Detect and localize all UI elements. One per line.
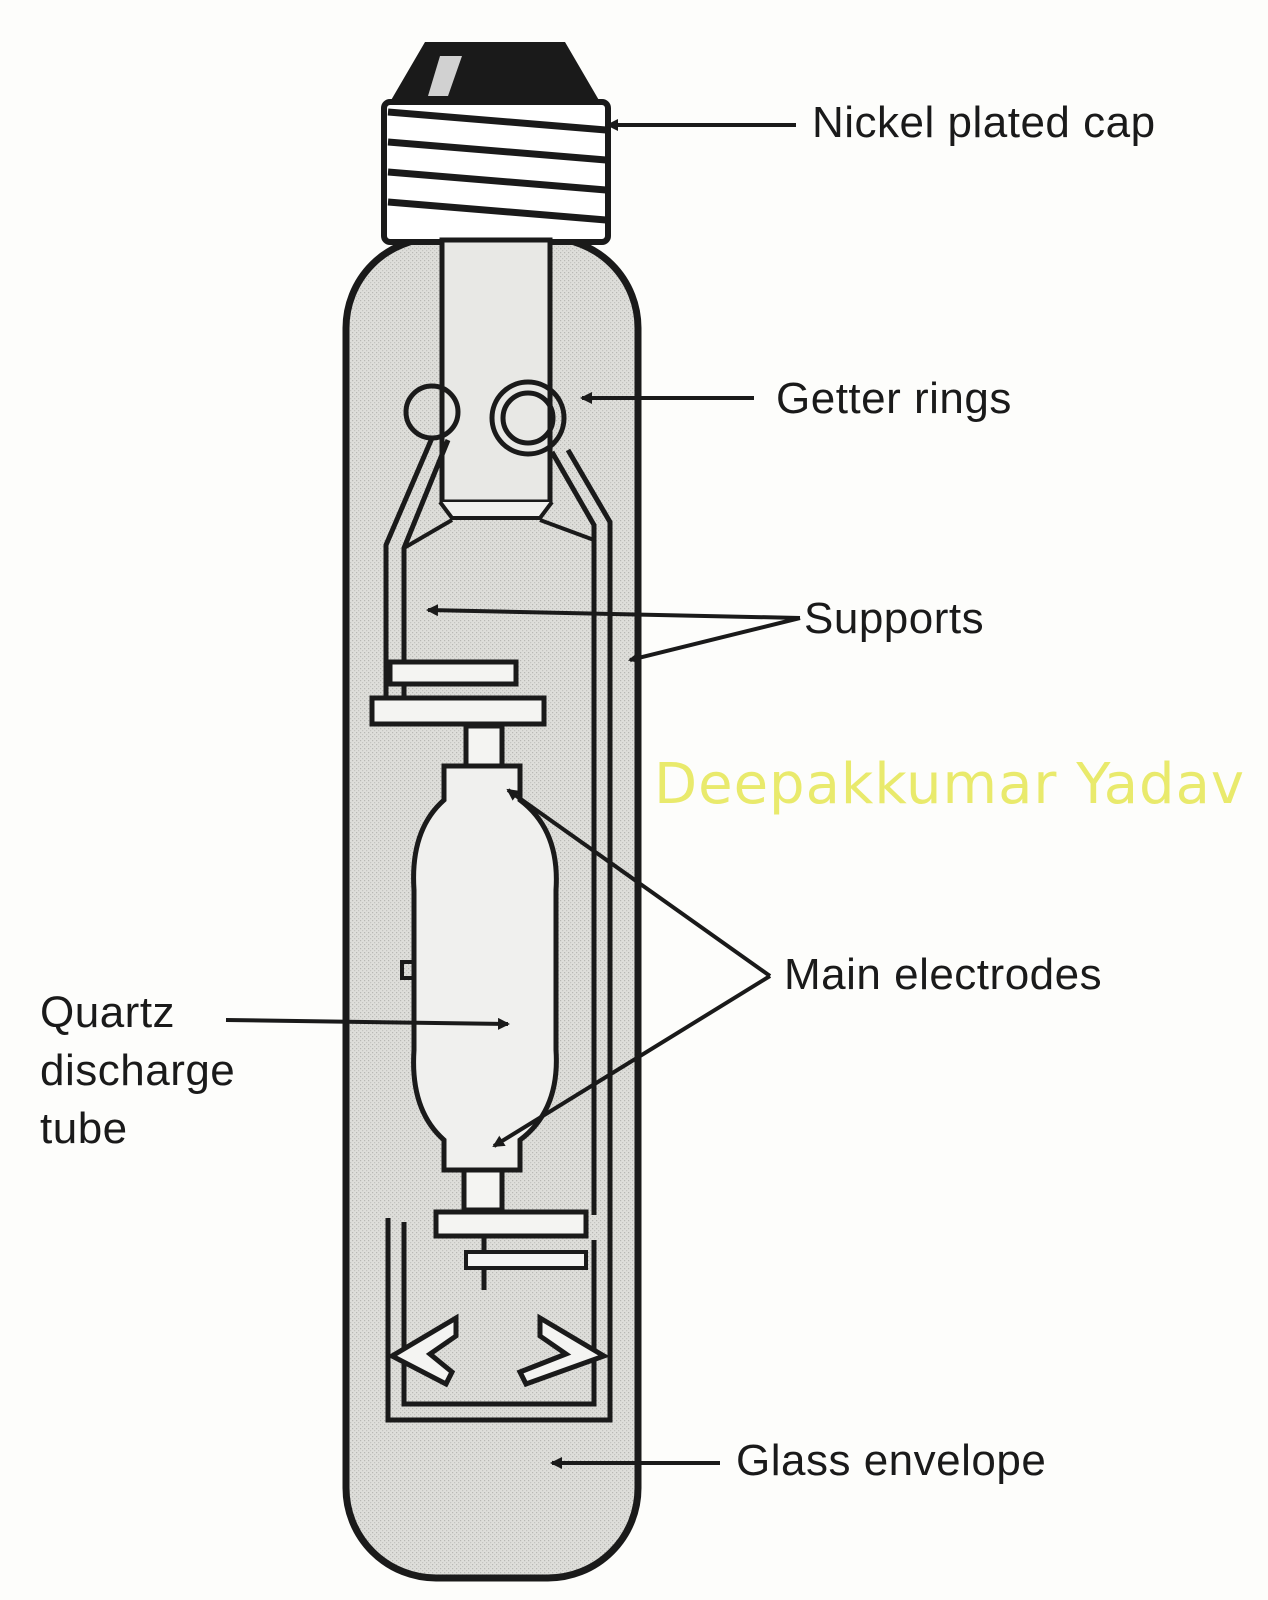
arrow-supports-2 — [628, 616, 801, 664]
label-glass-envelope: Glass envelope — [736, 1436, 1047, 1485]
arrow-quartz — [225, 1017, 510, 1030]
lamp-stem — [438, 237, 554, 520]
label-quartz-line-3: tube — [40, 1104, 128, 1153]
arrow-electrode-2 — [492, 974, 772, 1148]
label-quartz-line-1: Quartz — [40, 988, 176, 1037]
arrow-electrode-1 — [506, 788, 772, 978]
label-supports: Supports — [804, 594, 985, 643]
label-getter-rings: Getter rings — [776, 374, 1012, 423]
watermark: Deepakkumar Yadav — [654, 752, 1246, 817]
label-quartz-line-2: discharge — [40, 1046, 236, 1095]
label-nickel-plated-cap: Nickel plated cap — [812, 98, 1156, 147]
nickel-plated-cap — [381, 42, 611, 245]
quartz-discharge-tube — [400, 723, 559, 1213]
arrow-supports-1 — [426, 604, 801, 620]
bottom-mount — [385, 1209, 613, 1423]
pointer-arrows — [225, 119, 801, 1469]
support-right — [539, 448, 613, 1230]
label-main-electrodes: Main electrodes — [784, 950, 1103, 999]
support-left — [369, 437, 547, 727]
